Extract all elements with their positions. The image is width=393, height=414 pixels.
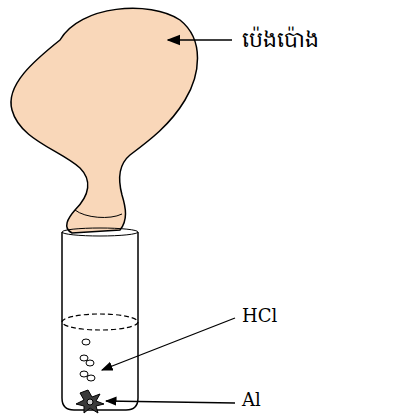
liquid-surface: [62, 314, 138, 330]
leader-arrow: [106, 401, 235, 403]
acid-label: HCl: [242, 305, 277, 327]
aluminium-pieces: [76, 390, 104, 413]
leader-arrow: [102, 318, 235, 370]
gas-bubbles: [80, 339, 95, 381]
leader-arrow: [168, 39, 232, 41]
balloon: [11, 8, 198, 233]
metal-label: Al: [242, 389, 261, 411]
balloon-label: ប៉េងប៉ោង: [242, 27, 319, 53]
test-tube: [62, 232, 138, 410]
